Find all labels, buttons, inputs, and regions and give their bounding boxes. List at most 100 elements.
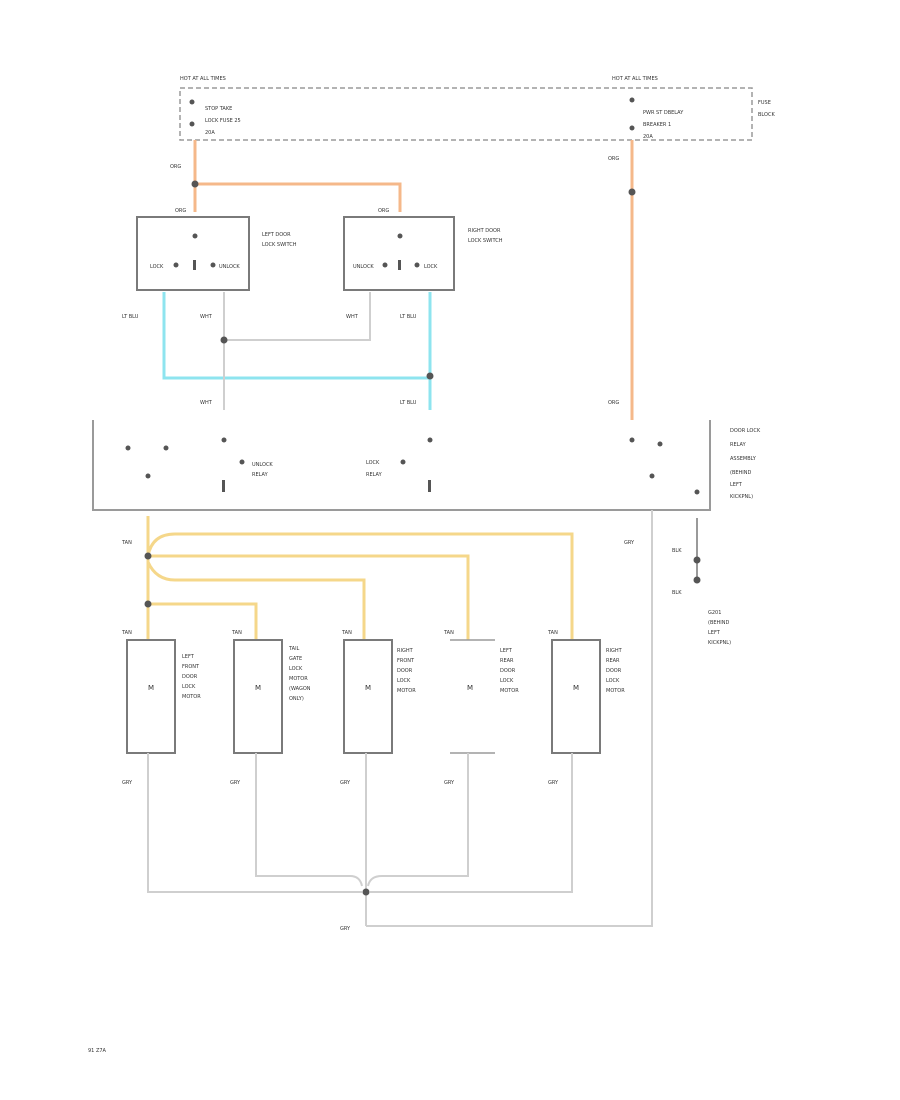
right-switch-unlock-label: UNLOCK (353, 264, 374, 270)
motor-label: MOTOR (397, 688, 416, 694)
motor-label: FRONT (397, 658, 415, 664)
orange-wires: ORG ORG ORG ORG ORG (170, 140, 636, 420)
motor-label: REAR (606, 658, 620, 664)
unlock-relay-label-2: RELAY (252, 472, 269, 478)
lt-blu-label-2: LT BLU (400, 314, 417, 320)
motor-label: LEFT (182, 654, 195, 660)
wht-wire-right (224, 292, 371, 341)
right-switch-title-2: LOCK SWITCH (468, 238, 503, 244)
ground-label-3: LEFT (708, 630, 721, 636)
tan-label-1: TAN (121, 630, 132, 636)
motor-label: LOCK (500, 678, 514, 684)
motor-symbol: M (365, 684, 371, 692)
org-label-3: ORG (378, 208, 389, 214)
ground-label-1: G201 (708, 610, 721, 616)
motor-label: LOCK (606, 678, 620, 684)
motor-label: RIGHT (397, 648, 414, 654)
relay-title-2: RELAY (730, 442, 747, 448)
relay-title-5: LEFT (730, 482, 743, 488)
blk-label-1: BLK (672, 548, 682, 554)
motor-ground-return: GRY GRY GRY GRY GRY GRY (122, 753, 573, 932)
tan-label-5: TAN (547, 630, 558, 636)
switch-output-wires: LT BLU LT BLU LT BLU WHT WHT WHT (122, 292, 434, 410)
right-rear-door-lock-motor: M RIGHT REAR DOOR LOCK MOTOR (551, 639, 625, 754)
tan-label-top: TAN (121, 540, 132, 546)
unlock-relay-label-1: UNLOCK (252, 462, 273, 468)
left-door-lock-switch: LOCK UNLOCK LEFT DOOR LOCK SWITCH (136, 216, 297, 291)
relay-title-6: KICKPNL) (730, 494, 753, 500)
gry-label-m1: GRY (122, 780, 133, 786)
motor-label: MOTOR (289, 676, 308, 682)
hot-at-all-times-right: HOT AT ALL TIMES (612, 76, 658, 82)
motor-label: DOOR (500, 668, 516, 674)
ground-label-4: KICKPNL) (708, 640, 731, 646)
lock-relay-label-2: RELAY (366, 472, 383, 478)
motor-label: LOCK (289, 666, 303, 672)
motor-label: LOCK (397, 678, 411, 684)
fuse-block-label-1: FUSE (758, 100, 771, 106)
wht-label-1: WHT (200, 314, 213, 320)
org-label-4: ORG (608, 156, 619, 162)
door-lock-relay-assembly: UNLOCK RELAY LOCK RELAY DOOR LOCK RELAY … (92, 420, 761, 511)
lt-blu-label-3: LT BLU (400, 400, 417, 406)
tan-to-left-rear (148, 554, 470, 640)
fuse-block: HOT AT ALL TIMES HOT AT ALL TIMES STOP T… (179, 76, 775, 141)
motor-label: MOTOR (606, 688, 625, 694)
motor-symbol: M (148, 684, 154, 692)
motor-label: RIGHT (606, 648, 623, 654)
gry-label-m3: GRY (340, 780, 351, 786)
gry-label-relay: GRY (624, 540, 635, 546)
right-door-lock-switch: UNLOCK LOCK RIGHT DOOR LOCK SWITCH (343, 216, 503, 291)
tailgate-lock-motor: M TAIL GATE LOCK MOTOR (WAGON ONLY) (233, 639, 311, 754)
right-fuse-line-2: BREAKER 1 (643, 122, 671, 128)
left-switch-unlock-label: UNLOCK (219, 264, 240, 270)
relay-title-3: ASSEMBLY (730, 456, 757, 462)
tan-label-4: TAN (443, 630, 454, 636)
tan-label-2: TAN (231, 630, 242, 636)
tan-wires: TAN TAN TAN TAN TAN TAN (121, 516, 574, 640)
tan-label-3: TAN (341, 630, 352, 636)
right-fuse-line-1: PWR ST DBELAY (643, 110, 684, 116)
motor-label: DOOR (606, 668, 622, 674)
left-fuse-line-2: LOCK FUSE 25 (205, 118, 241, 124)
tan-to-tailgate (148, 602, 258, 640)
motor-label: ONLY) (289, 696, 304, 702)
motor-label: MOTOR (500, 688, 519, 694)
motor-label: DOOR (182, 674, 198, 680)
ground-label-2: (BEHIND (708, 620, 730, 626)
motor-label: (WAGON (289, 686, 311, 692)
relay-title-1: DOOR LOCK (730, 428, 761, 434)
lt-blu-label-1: LT BLU (122, 314, 139, 320)
motor-label: DOOR (397, 668, 413, 674)
org-wire-to-right-switch (195, 182, 402, 212)
gry-label-m4: GRY (444, 780, 455, 786)
motor-symbol: M (467, 684, 473, 692)
org-label-1: ORG (170, 164, 181, 170)
left-fuse-line-3: 20A (205, 130, 215, 136)
motor-label: TAIL (288, 646, 300, 652)
right-fuse-line-3: 20A (643, 134, 653, 140)
tan-to-right-front (146, 561, 366, 640)
right-switch-lock-label: LOCK (424, 264, 438, 270)
left-rear-door-lock-motor: M LEFT REAR DOOR LOCK MOTOR (450, 639, 519, 754)
hot-at-all-times-left: HOT AT ALL TIMES (180, 76, 226, 82)
wht-label-3: WHT (200, 400, 213, 406)
gry-relay-to-ground (366, 510, 653, 927)
lt-blu-wire-left (162, 292, 430, 380)
gry-label-m5: GRY (548, 780, 559, 786)
left-front-door-lock-motor: M LEFT FRONT DOOR LOCK MOTOR (126, 639, 201, 754)
org-label-2: ORG (175, 208, 186, 214)
motor-label: LEFT (500, 648, 513, 654)
left-switch-lock-label: LOCK (150, 264, 164, 270)
right-front-door-lock-motor: M RIGHT FRONT DOOR LOCK MOTOR (343, 639, 416, 754)
left-fuse-line-1: STOP TAKE (205, 106, 232, 112)
motor-symbol: M (573, 684, 579, 692)
wht-label-2: WHT (346, 314, 359, 320)
diagram-code: 91 Z7A (88, 1048, 107, 1054)
left-switch-title-1: LEFT DOOR (262, 232, 291, 238)
left-switch-title-2: LOCK SWITCH (262, 242, 297, 248)
motor-label: LOCK (182, 684, 196, 690)
ground-wires: GRY BLK BLK G201 (BEHIND LEFT KICKPNL) (366, 510, 731, 927)
fuse-block-label-2: BLOCK (758, 112, 775, 118)
org-label-5: ORG (608, 400, 619, 406)
